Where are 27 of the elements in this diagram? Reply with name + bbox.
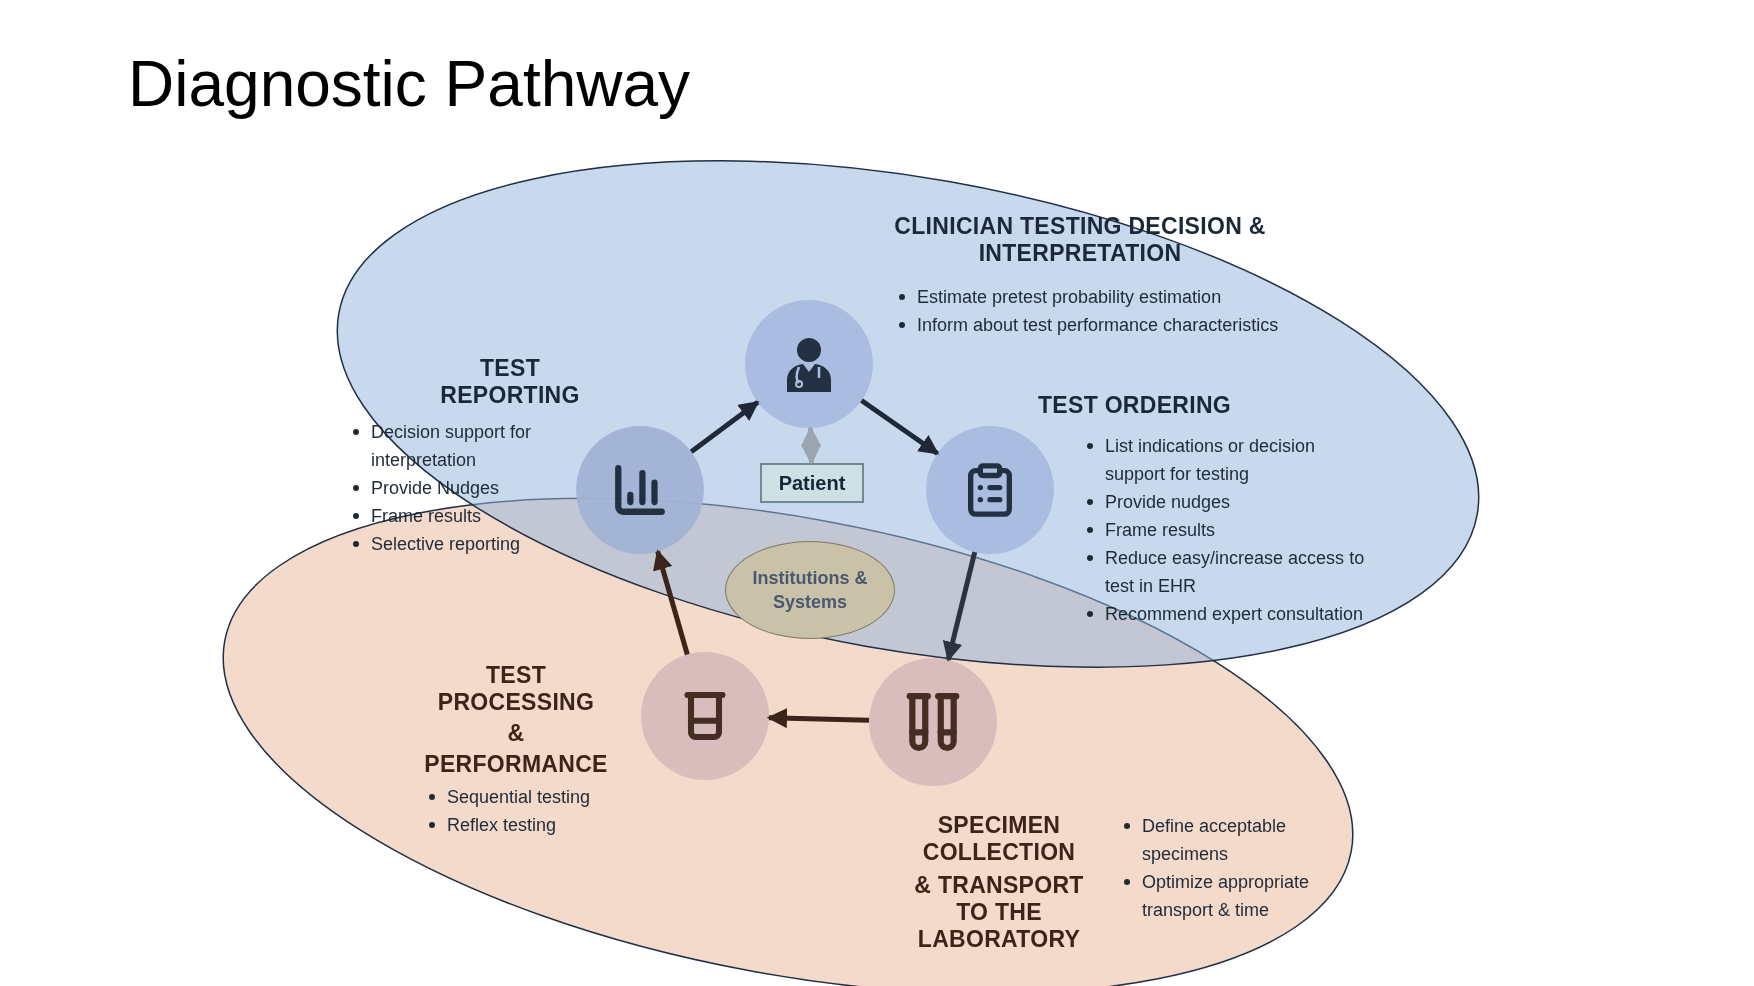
bullet-text: List indications or decision support for testing — [1105, 435, 1317, 486]
bullet-text: Estimate pretest probability estimation — [917, 286, 1222, 309]
stage-heading: PERFORMANCE — [423, 751, 609, 778]
arrow — [860, 398, 940, 456]
bullet-text: Selective reporting — [371, 533, 521, 556]
bullet-text: Reflex testing — [447, 814, 557, 837]
stage-heading: & TRANSPORT TO THE LABORATORY — [913, 872, 1085, 953]
bullet-text: Define acceptable specimens — [1142, 815, 1288, 866]
stage-heading: TEST REPORTING — [439, 355, 581, 409]
bullet-text: Inform about test performance characteristics — [917, 314, 1279, 337]
title: Diagnostic Pathway — [128, 47, 691, 122]
bullet-text: Optimize appropriate transport & time — [1142, 871, 1311, 922]
arrow — [942, 551, 978, 662]
arrow — [801, 426, 822, 465]
stage-heading: & — [506, 720, 526, 747]
bullet-text: Reduce easy/increase access to test in EHR — [1105, 547, 1366, 598]
bullet-text: Provide nudges — [1105, 491, 1231, 514]
stage-heading: TEST PROCESSING — [436, 662, 596, 716]
stage-heading: SPECIMEN COLLECTION — [921, 812, 1077, 866]
arrow — [689, 400, 760, 454]
bullet-text: Sequential testing — [447, 786, 591, 809]
stage-heading: TEST ORDERING — [1038, 392, 1233, 419]
arrow — [653, 549, 690, 656]
stage-heading: CLINICIAN TESTING DECISION & INTERPRETATION — [893, 213, 1267, 267]
arrow — [767, 708, 870, 729]
label-box: Patient — [760, 463, 864, 503]
bullet-text: Frame results — [1105, 519, 1216, 542]
